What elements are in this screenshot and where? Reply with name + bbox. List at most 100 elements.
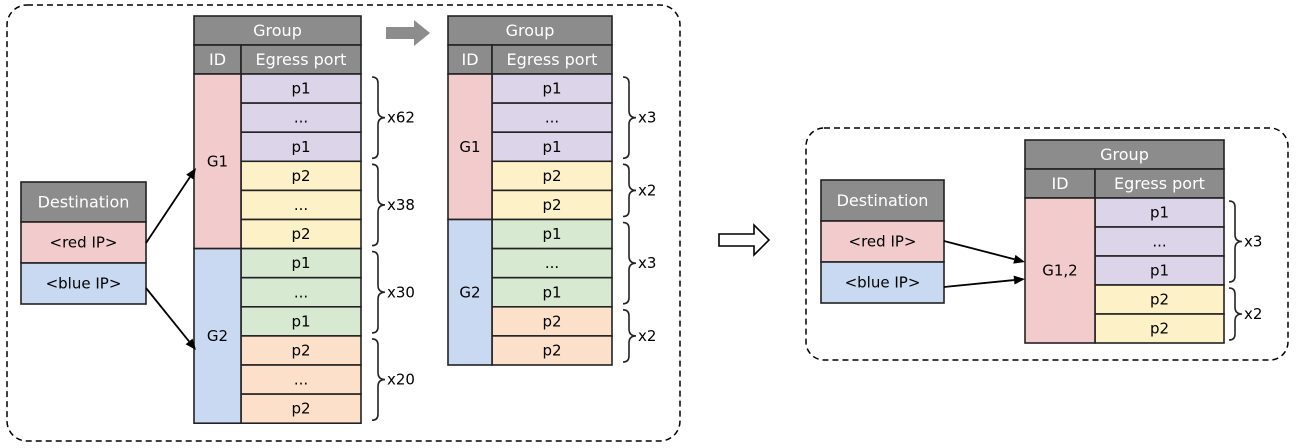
group-id-cell: [1024, 197, 1096, 344]
egress-port-label: p1: [291, 80, 310, 98]
group-id-label: G1,2: [1042, 262, 1077, 280]
group-id-label: G1: [459, 138, 480, 156]
destination-header-label: Destination: [38, 193, 130, 212]
egress-port-label: ...: [545, 109, 559, 127]
group-id-cell: [447, 73, 493, 221]
egress-port-cell: [240, 276, 362, 308]
egress-port-label: ...: [294, 196, 308, 214]
arrow-head: [1013, 275, 1025, 285]
egress-port-cell: [240, 393, 362, 425]
egress-port-label: p2: [542, 196, 561, 214]
egress-port-label: p2: [542, 312, 561, 330]
egress-port-label: p1: [1150, 262, 1169, 280]
egress-port-cell: [1094, 284, 1225, 315]
group-id-label: G2: [459, 283, 480, 301]
destination-row-label: <blue IP>: [46, 275, 122, 293]
arrow-head: [1013, 254, 1025, 264]
arrow-shaft: [145, 176, 191, 244]
multiplier-label: x3: [638, 109, 656, 127]
egress-port-cell: [491, 247, 613, 279]
egress-port-column-header: [491, 44, 613, 75]
id-column-header: [447, 44, 493, 75]
multiplier-label: x2: [638, 181, 656, 199]
egress-port-cell: [240, 247, 362, 279]
egress-port-label: p1: [291, 312, 310, 330]
egress-port-label: p1: [542, 283, 561, 301]
egress-port-column-label: Egress port: [256, 50, 347, 69]
egress-port-cell: [491, 73, 613, 104]
destination-row: [820, 261, 945, 304]
egress-port-column-label: Egress port: [507, 50, 598, 69]
multiplier-label: x62: [387, 109, 415, 127]
egress-port-label: p1: [291, 254, 310, 272]
group-id-cell: [193, 247, 242, 425]
egress-port-label: p2: [1150, 291, 1169, 309]
egress-port-cell: [240, 364, 362, 395]
egress-port-label: ...: [545, 254, 559, 272]
id-column-label: ID: [1051, 174, 1068, 193]
egress-port-column-label: Egress port: [1114, 174, 1205, 193]
egress-port-label: p1: [542, 80, 561, 98]
group-id-cell: [447, 218, 493, 366]
destination-row: [20, 221, 147, 264]
egress-port-label: ...: [1152, 233, 1166, 251]
egress-port-cell: [240, 73, 362, 104]
destination-header: [20, 181, 147, 223]
arrow-red-ip-to-g1: [145, 168, 196, 244]
egress-port-label: p2: [542, 167, 561, 185]
multiplier-brace: [622, 221, 637, 305]
multiplier-label: x2: [1244, 305, 1262, 323]
id-column-label: ID: [209, 50, 226, 69]
multiplier-brace: [371, 76, 386, 160]
group-id-label: G2: [207, 327, 228, 345]
egress-port-column-header: [1094, 168, 1225, 199]
egress-port-label: p1: [542, 225, 561, 243]
egress-port-label: p2: [291, 167, 310, 185]
arrow-head: [185, 338, 196, 350]
multiplier-brace: [1228, 200, 1243, 283]
destination-row-label: <red IP>: [849, 233, 917, 251]
egress-port-cell: [491, 189, 613, 221]
egress-port-cell: [491, 160, 613, 192]
compress-arrow-icon: [386, 20, 430, 46]
egress-port-label: p2: [291, 400, 310, 418]
destination-table: Destination <red IP> <blue IP>: [20, 181, 147, 305]
group-title-header: [193, 15, 362, 46]
egress-port-cell: [1094, 313, 1225, 344]
multiplier-label: x30: [387, 283, 415, 301]
multiplier-brace: [622, 76, 637, 160]
multiplier-brace: [1228, 287, 1243, 341]
right-panel-boundary: [805, 127, 1289, 361]
group-title-label: Group: [506, 21, 555, 40]
egress-port-cell: [491, 131, 613, 163]
multiplier-brace: [622, 309, 637, 363]
egress-port-label: p1: [542, 138, 561, 156]
id-column-label: ID: [461, 50, 478, 69]
multiplier-label: x3: [638, 254, 656, 272]
multiplier-label: x20: [387, 371, 415, 389]
egress-port-label: p2: [542, 341, 561, 359]
egress-port-column-header: [240, 44, 362, 75]
egress-port-label: p1: [1150, 204, 1169, 222]
egress-port-label: p2: [291, 341, 310, 359]
egress-port-label: p2: [1150, 320, 1169, 338]
multiplier-label: x38: [387, 196, 415, 214]
egress-port-cell: [240, 218, 362, 250]
multiplier-brace: [371, 338, 386, 421]
egress-port-cell: [1094, 255, 1225, 286]
multiplier-brace: [371, 250, 386, 334]
destination-row-label: <blue IP>: [845, 274, 921, 292]
multiplier-brace: [371, 163, 386, 247]
arrow-head: [186, 168, 196, 180]
arrow-blue-ip-to-g12: [943, 275, 1025, 288]
multiplier-label: x3: [1244, 233, 1262, 251]
arrow-red-ip-to-g12: [943, 240, 1025, 264]
destination-row-label: <red IP>: [50, 234, 118, 252]
group-id-cell: [193, 73, 242, 250]
egress-port-label: ...: [294, 109, 308, 127]
group-title-label: Group: [1100, 145, 1149, 164]
